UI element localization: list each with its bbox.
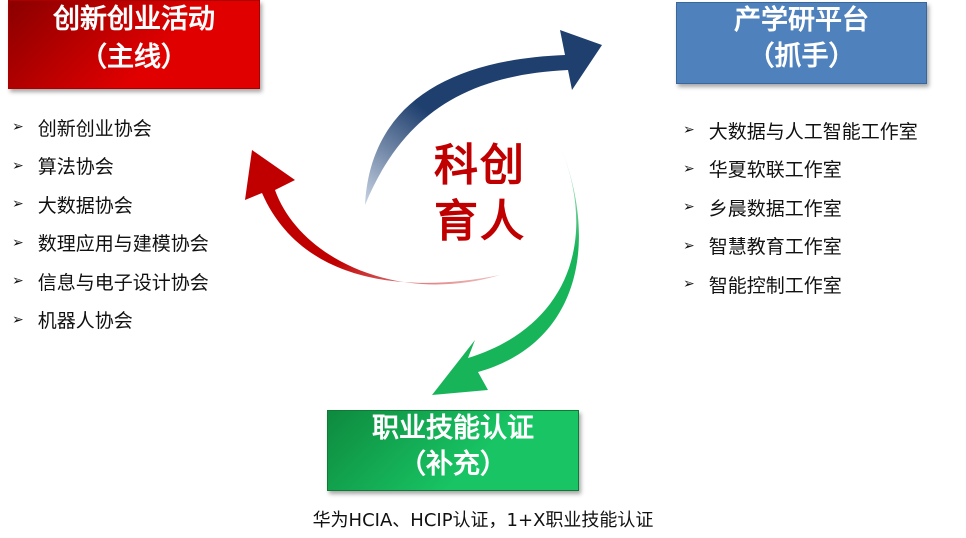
list-item-label: 大数据与人工智能工作室 bbox=[708, 120, 918, 143]
center-line-2: 育人 bbox=[434, 196, 526, 247]
list-item-label: 机器人协会 bbox=[37, 310, 133, 333]
bullet-arrow-icon: ➢ bbox=[683, 122, 695, 139]
bullet-arrow-icon: ➢ bbox=[12, 234, 24, 251]
center-label: 科创 育人 bbox=[425, 138, 535, 250]
bullet-arrow-icon: ➢ bbox=[12, 196, 24, 213]
innovation-box: 创新创业活动 （主线） bbox=[8, 0, 260, 89]
certification-subtitle: （补充） bbox=[399, 449, 507, 480]
bullet-arrow-icon: ➢ bbox=[12, 119, 24, 136]
list-item: ➢ 算法协会 bbox=[12, 147, 209, 186]
list-item-label: 信息与电子设计协会 bbox=[37, 271, 209, 294]
list-item-label: 华夏软联工作室 bbox=[708, 159, 842, 182]
green-arrow bbox=[432, 150, 579, 395]
certification-description: 华为HCIA、HCIP认证，1+X职业技能认证 bbox=[312, 510, 654, 531]
bullet-arrow-icon: ➢ bbox=[12, 273, 24, 290]
list-item-label: 乡晨数据工作室 bbox=[708, 197, 842, 220]
list-item: ➢ 数理应用与建模协会 bbox=[12, 224, 209, 263]
bullet-arrow-icon: ➢ bbox=[12, 311, 24, 328]
platform-subtitle: （抓手） bbox=[747, 41, 856, 72]
list-item-label: 智能控制工作室 bbox=[708, 274, 842, 297]
list-item-label: 智慧教育工作室 bbox=[708, 236, 842, 259]
certification-title: 职业技能认证 bbox=[372, 413, 534, 444]
platform-box: 产学研平台 （抓手） bbox=[676, 2, 927, 84]
association-list: ➢ 创新创业协会 ➢ 算法协会 ➢ 大数据协会 ➢ 数理应用与建模协会 ➢ 信息与电子设计… bbox=[12, 108, 209, 339]
list-item: ➢ 大数据与人工智能工作室 bbox=[683, 111, 918, 150]
list-item: ➢ 乡晨数据工作室 bbox=[683, 188, 918, 227]
blue-arrow bbox=[365, 30, 602, 205]
list-item: ➢ 信息与电子设计协会 bbox=[12, 262, 209, 301]
platform-title: 产学研平台 bbox=[734, 5, 869, 36]
bullet-arrow-icon: ➢ bbox=[683, 199, 695, 216]
list-item-label: 数理应用与建模协会 bbox=[37, 233, 209, 256]
bullet-arrow-icon: ➢ bbox=[683, 237, 695, 254]
list-item: ➢ 智慧教育工作室 bbox=[683, 227, 918, 266]
bullet-arrow-icon: ➢ bbox=[12, 157, 24, 174]
list-item: ➢ 智能控制工作室 bbox=[683, 265, 918, 304]
list-item-label: 创新创业协会 bbox=[37, 117, 152, 140]
bullet-arrow-icon: ➢ bbox=[683, 276, 695, 293]
list-item: ➢ 华夏软联工作室 bbox=[683, 150, 918, 189]
red-arrow bbox=[245, 150, 500, 285]
list-item: ➢ 创新创业协会 bbox=[12, 108, 209, 147]
list-item-label: 算法协会 bbox=[37, 156, 114, 179]
list-item-label: 大数据协会 bbox=[37, 194, 133, 217]
list-item: ➢ 机器人协会 bbox=[12, 301, 209, 340]
studio-list: ➢大数据与人工智能工作室 ➢华夏软联工作室 ➢乡晨数据工作室 ➢智慧教育工作室 … bbox=[683, 111, 918, 304]
center-line-1: 科创 bbox=[434, 140, 526, 191]
list-item: ➢ 大数据协会 bbox=[12, 185, 209, 224]
certification-box: 职业技能认证 （补充） bbox=[327, 410, 579, 491]
innovation-subtitle: （主线） bbox=[80, 42, 188, 73]
bullet-arrow-icon: ➢ bbox=[683, 160, 695, 177]
innovation-title: 创新创业活动 bbox=[53, 4, 215, 35]
